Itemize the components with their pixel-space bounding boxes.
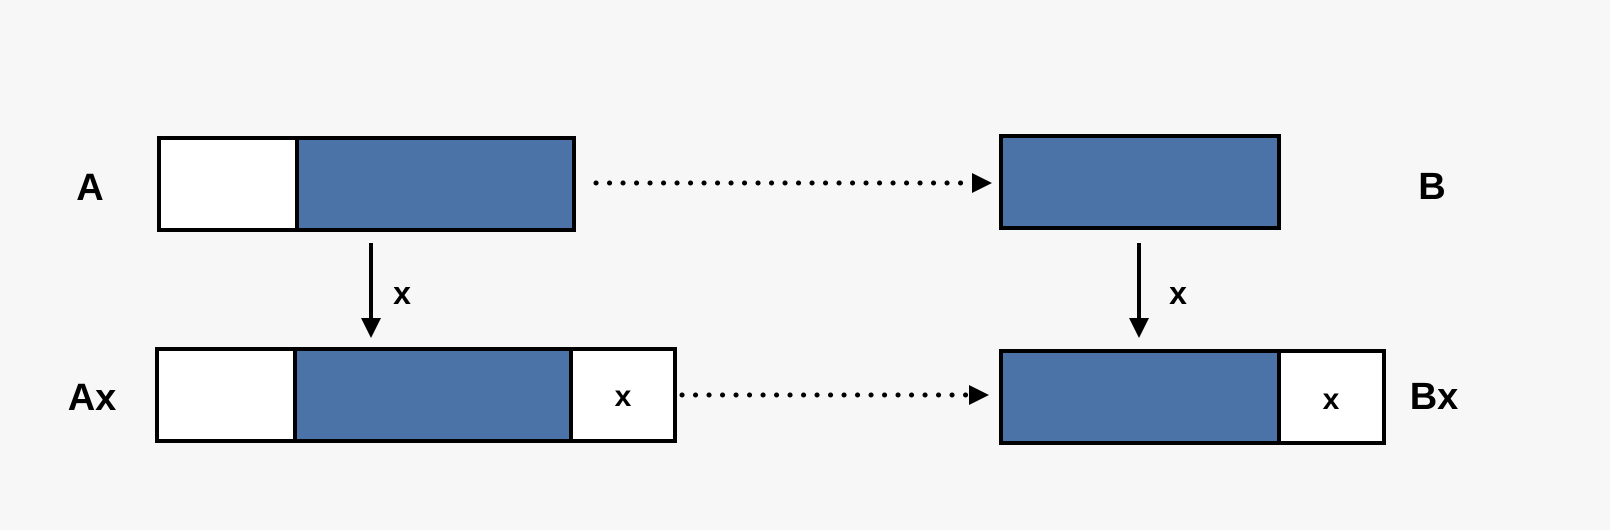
down-arrow-left-label: x	[393, 275, 411, 311]
dotted-arrow-top-head	[972, 173, 992, 193]
label-a: A	[76, 167, 103, 209]
box-bx-suffix-label: x	[1323, 383, 1340, 416]
box-b	[999, 134, 1281, 230]
dotted-arrow-bottom-head	[969, 385, 989, 405]
box-b-filled-cell	[999, 134, 1281, 230]
down-arrow-left-head	[361, 318, 381, 338]
box-ax-suffix-label: x	[615, 380, 632, 413]
dotted-arrow-top	[593, 173, 992, 193]
box-bx-filled-cell	[999, 349, 1281, 445]
box-ax-filled-cell	[293, 347, 573, 443]
box-ax: x	[155, 347, 677, 443]
box-a	[157, 136, 576, 232]
box-a-filled-cell	[295, 136, 576, 232]
label-ax: Ax	[68, 377, 117, 419]
down-arrow-right-label: x	[1169, 275, 1187, 311]
box-a-empty-cell	[157, 136, 299, 232]
down-arrow-right-head	[1129, 318, 1149, 338]
label-bx: Bx	[1410, 376, 1459, 418]
label-b: B	[1418, 166, 1445, 208]
down-arrow-left: x	[361, 243, 411, 338]
box-bx-suffix-cell	[1277, 349, 1386, 445]
box-ax-suffix-cell	[569, 347, 677, 443]
box-bx: x	[999, 349, 1386, 445]
dotted-arrow-bottom	[679, 385, 989, 405]
down-arrow-right: x	[1129, 243, 1187, 338]
box-ax-empty-cell	[155, 347, 297, 443]
